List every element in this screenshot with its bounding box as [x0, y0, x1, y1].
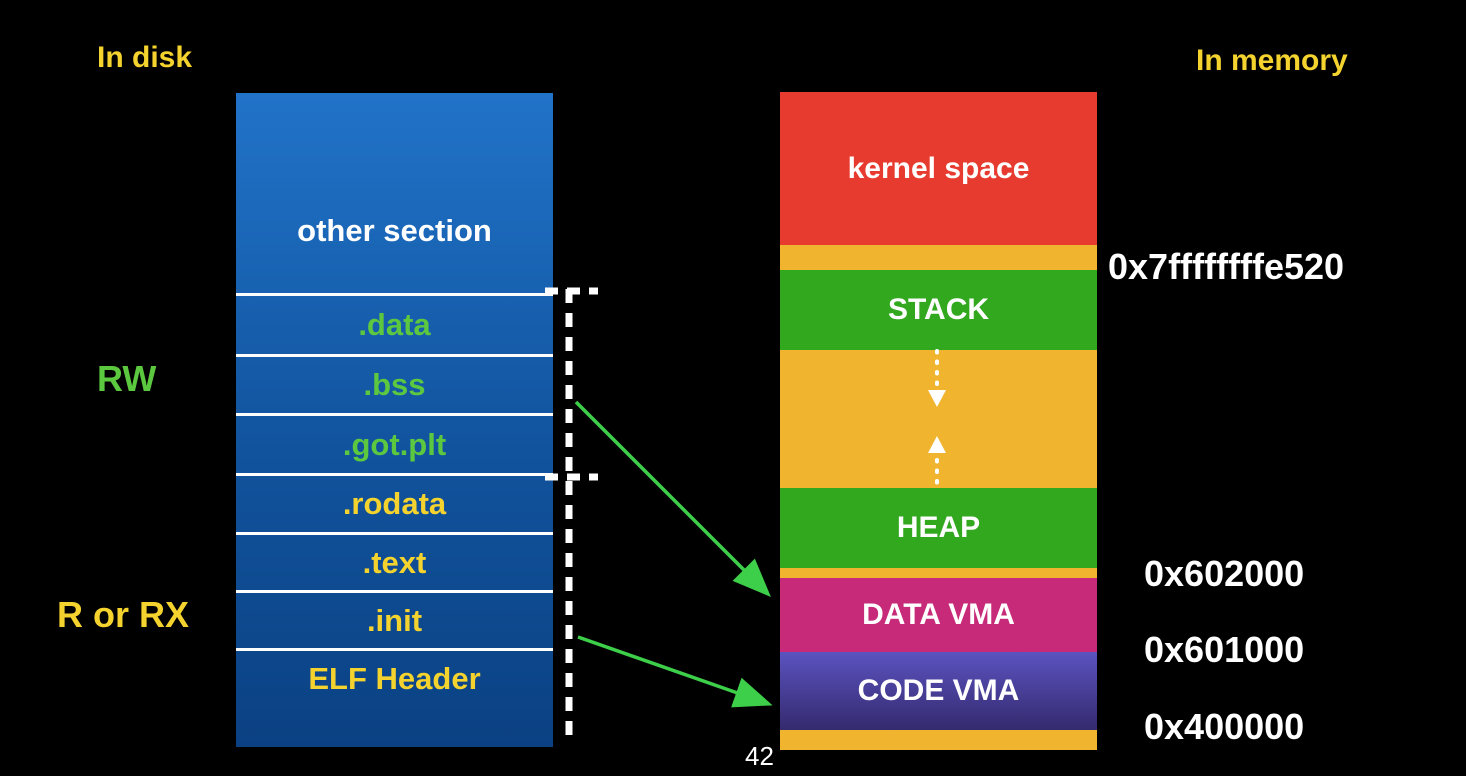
heap-label: HEAP	[896, 511, 981, 544]
permission-label-r-or-rx: R or RX	[57, 594, 190, 635]
memory-segment-stack: STACK	[780, 270, 1097, 350]
stack-label: STACK	[887, 293, 990, 326]
address-stack-top: 0x7ffffffffe520	[1108, 246, 1345, 287]
address-0x601000: 0x601000	[1144, 629, 1305, 670]
memory-segment-unmapped	[780, 350, 1097, 488]
address-0x602000: 0x602000	[1144, 553, 1305, 594]
memory-segment-gap-top	[780, 245, 1097, 270]
memory-segment-gap-mid	[780, 568, 1097, 578]
disk-section-text: .text	[236, 532, 553, 590]
disk-section-other-label: other section	[297, 213, 492, 248]
page-number: 42	[745, 741, 774, 771]
code-vma-label: CODE VMA	[857, 674, 1020, 707]
permission-label-rw: RW	[97, 358, 157, 399]
address-0x400000: 0x400000	[1144, 706, 1305, 747]
rw-sections-to-data-vma-arrow	[574, 400, 771, 597]
disk-section-init: .init	[236, 590, 553, 648]
memory-segment-data-vma: DATA VMA	[780, 578, 1097, 652]
disk-layout-box: other section .data .bss .got.plt .rodat…	[236, 93, 553, 747]
memory-title: In memory	[1196, 44, 1348, 77]
disk-section-rodata: .rodata	[236, 473, 553, 532]
data-vma-label: DATA VMA	[862, 598, 1015, 631]
disk-section-elf-header: ELF Header	[236, 648, 553, 747]
disk-section-rodata-label: .rodata	[342, 486, 447, 521]
kernel-space-label: kernel space	[847, 151, 1030, 185]
disk-section-gotplt-label: .got.plt	[342, 426, 447, 462]
disk-section-text-label: .text	[362, 544, 427, 580]
memory-layout-box: kernel space STACK HEAP DATA VMA CODE VM…	[780, 92, 1097, 750]
memory-segment-heap: HEAP	[780, 488, 1097, 568]
disk-section-init-label: .init	[366, 602, 423, 638]
memory-segment-code-vma: CODE VMA	[780, 652, 1097, 730]
disk-section-data-label: .data	[358, 307, 431, 342]
disk-section-gotplt: .got.plt	[236, 413, 553, 473]
memory-segment-kernel-space: kernel space	[780, 92, 1097, 245]
disk-section-other: other section	[236, 93, 553, 293]
disk-section-elf-header-label: ELF Header	[308, 661, 481, 696]
disk-section-bss-label: .bss	[363, 367, 426, 402]
memory-segment-gap-bottom	[780, 730, 1097, 750]
code-sections-to-code-vma-arrow	[577, 635, 773, 708]
disk-section-data: .data	[236, 293, 553, 354]
disk-section-bss: .bss	[236, 354, 553, 413]
disk-title: In disk	[97, 41, 193, 74]
